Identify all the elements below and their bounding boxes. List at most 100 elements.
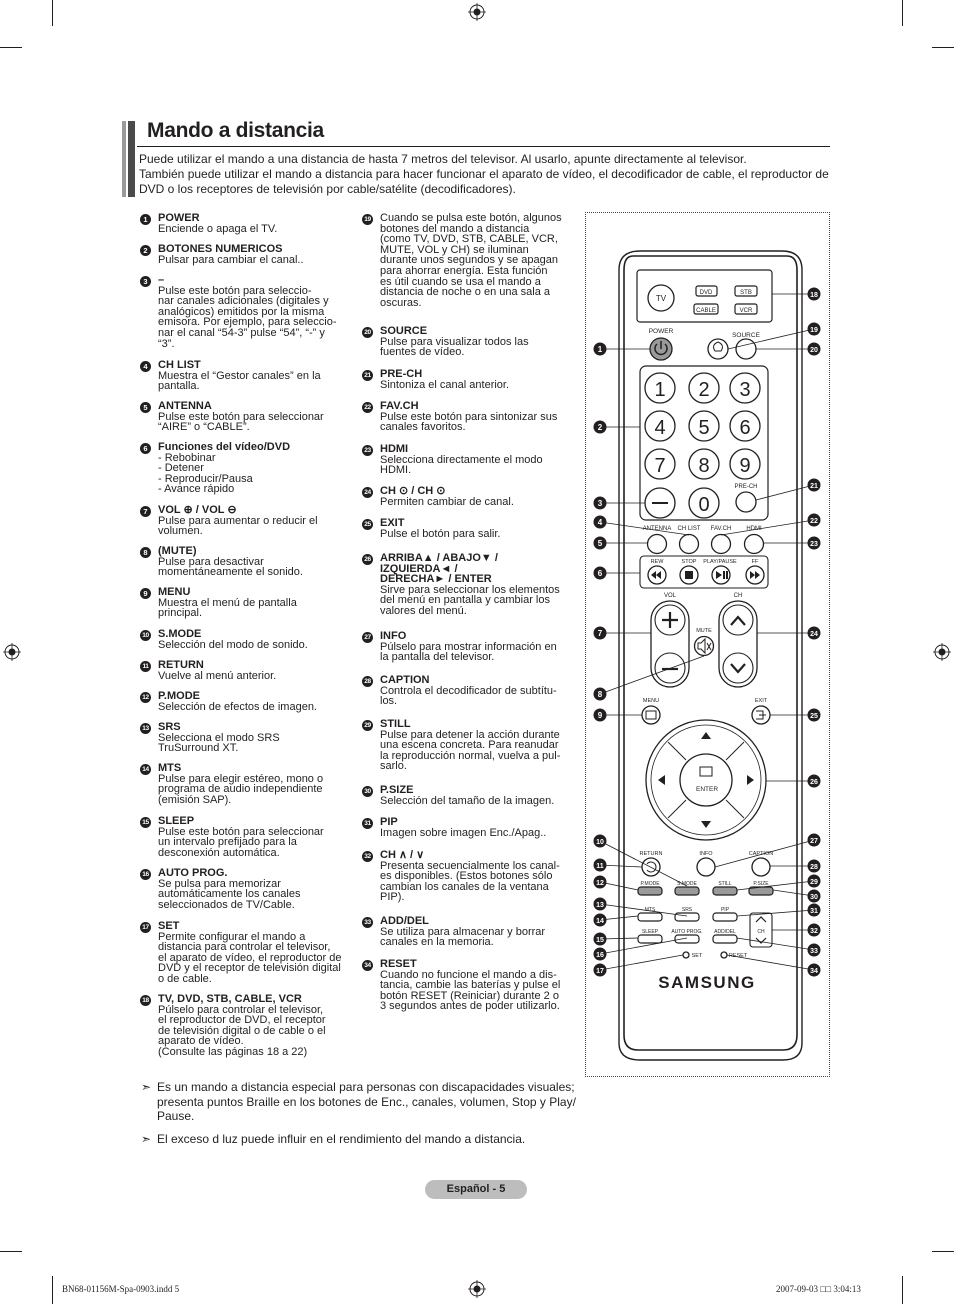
crop-mark [932,47,954,48]
enter-button[interactable] [679,753,733,807]
source-button[interactable] [735,338,757,360]
callout-badge [593,932,607,946]
digit-button-6[interactable] [729,410,761,442]
digit-button-9[interactable] [729,448,761,480]
item-number-badge: 27 [362,632,373,643]
intro-text: Puede utilizar el mando a una distancia … [139,152,831,197]
item-title: CH ∧ / ∨ [380,849,425,861]
item-title: ADD/DEL [380,915,429,927]
item-body: ARRIBA▲ / ABAJO▼ / IZQUIERDA◄ / DERECHA►… [380,553,580,617]
item-number-badge: 9 [140,588,151,599]
mute-label: MUTE [696,628,712,634]
pip-button[interactable] [712,912,738,922]
smode-button[interactable] [674,886,700,896]
callout-badge [593,913,607,927]
crop-mark [52,0,53,26]
arrow-left-icon [658,775,665,785]
psize-label: P.SIZE [753,881,769,887]
hdmi-label: HDMI [746,526,762,532]
remote-figure-frame [585,212,830,1077]
callout-badge [807,943,821,957]
callout-number: 33 [810,948,818,955]
autoprog-button[interactable] [674,934,700,944]
prech-button[interactable] [735,491,757,513]
menu-button[interactable] [641,705,661,725]
callout-leader [599,903,688,917]
sleep-button[interactable] [637,934,663,944]
digit-button-1[interactable] [644,372,676,404]
srs-label: SRS [682,907,693,913]
info-button[interactable] [696,857,716,877]
fast-forward-icon [750,571,760,579]
digit-button-0[interactable] [688,487,720,519]
reset-button[interactable] [720,951,728,959]
item-number-badge: 1 [140,214,151,225]
mute-x-icon [706,642,712,651]
callout-badge [593,947,607,961]
callout-leader [736,909,815,917]
item-number-badge: 19 [362,214,373,225]
cable-button[interactable] [693,303,719,315]
still-button[interactable] [712,886,738,896]
set-button[interactable] [682,951,690,959]
callout-badge [593,515,607,529]
item-number-badge: 2 [140,245,151,256]
digit-button-3[interactable] [729,372,761,404]
digit-button-4[interactable] [644,410,676,442]
tv-button[interactable] [647,284,675,312]
callout-leader [726,954,815,971]
dvd-button[interactable] [695,285,718,297]
power-icon [654,343,668,356]
return-icon [646,861,657,873]
digit-label: 0 [698,494,709,516]
chlist-button[interactable] [678,533,700,555]
adddel-button[interactable] [712,934,738,944]
callout-badge [593,963,607,977]
favch-button[interactable] [710,533,732,555]
item-title: ARRIBA▲ / ABAJO▼ / IZQUIERDA◄ / DERECHA►… [380,552,498,586]
mts-button[interactable] [637,912,663,922]
stb-button[interactable] [734,285,758,297]
vcr-button[interactable] [734,303,758,315]
callout-badge [593,834,607,848]
prech-label: PRE-CH [734,484,757,490]
srs-button[interactable] [674,912,700,922]
callout-badge [593,897,607,911]
pmode-button[interactable] [637,886,663,896]
mute-button[interactable] [693,635,715,657]
digit-button-5[interactable] [688,410,720,442]
volume-rocker[interactable] [650,600,690,688]
crop-mark [902,0,903,26]
digit-button-7[interactable] [644,448,676,480]
item-title: SET [158,920,180,932]
caption-button[interactable] [751,857,771,877]
item-body: Cuando se pulsa este botón, algunos boto… [380,212,580,308]
digit-button-8[interactable] [688,448,720,480]
callout-badge [807,874,821,888]
callout-number: 9 [598,711,603,720]
callout-leader [599,937,688,955]
digit-label: 4 [654,417,665,439]
callout-number: 14 [596,918,604,925]
item-description: Se pulsa para memorizar automáticamente … [158,877,301,911]
digit-button-2[interactable] [688,372,720,404]
callout-number: 25 [810,713,818,720]
item-title: SRS [158,721,181,733]
callout-leader [599,864,643,868]
item-number-badge: 20 [362,327,373,338]
item-number-badge: 3 [140,276,151,287]
item-description: Sintoniza el canal anterior. [380,378,510,391]
channel-rocker[interactable] [718,600,758,688]
callout-number: 4 [598,518,603,527]
antenna-button[interactable] [646,533,668,555]
callout-leader [727,328,815,350]
sleep-label: SLEEP [642,929,659,935]
page-number: Español - 5 [425,1180,527,1199]
item-number-badge: 28 [362,676,373,687]
hdmi-button[interactable] [743,533,765,555]
